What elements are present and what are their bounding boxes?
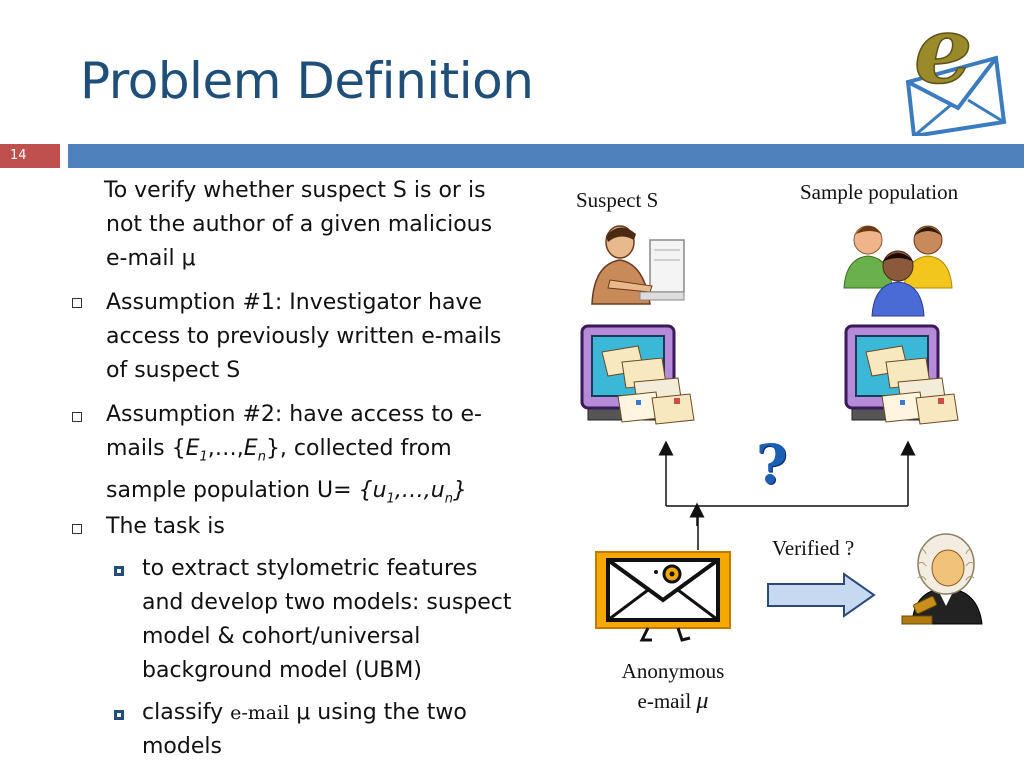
suspect-mailbox-computer [578, 322, 698, 430]
verified-arrow-icon [767, 572, 876, 618]
suspect-person [580, 220, 690, 306]
people-group-icon [843, 225, 953, 317]
judge [898, 530, 994, 626]
suspect-label: Suspect S [576, 188, 659, 212]
assumption-1: Assumption #1: Investigator have access … [106, 290, 502, 383]
question-mark: ? [756, 432, 788, 496]
population-mailbox-computer [842, 322, 962, 430]
intro-line: e-mail μ [106, 246, 196, 271]
population-people [840, 218, 960, 318]
population-label: Sample population [800, 180, 959, 204]
assumption-2-line3: sample population U= {u1,…,un} [106, 478, 467, 507]
task-step-1: to extract stylometric features and deve… [142, 556, 512, 683]
assumption-2-line2: mails {E1,…,En}, collected from [106, 436, 452, 465]
slide-number: 14 [0, 144, 60, 168]
anonymous-email [592, 550, 734, 644]
judge-icon [901, 533, 983, 625]
computer-mail-icon [844, 324, 959, 425]
bullet-square-icon [72, 298, 82, 308]
sub-bullet-icon [114, 566, 124, 576]
person-at-computer-icon [591, 225, 685, 305]
email-stem [697, 506, 699, 550]
assumption-2: Assumption #2: have access to e- mails {… [106, 398, 546, 517]
email-logo: e [900, 0, 1010, 139]
intro-text: To verify whether suspect S is or is not… [104, 174, 554, 276]
verified-label: Verified ? [772, 536, 855, 560]
bullet-square-icon [72, 524, 82, 534]
task-step-2: classify e-mail μ using the two models [142, 700, 467, 759]
intro-line: not the author of a given malicious [106, 212, 493, 237]
slide-title: Problem Definition [80, 52, 534, 110]
task-heading: The task is [106, 514, 225, 539]
intro-line: To verify whether suspect S is or is [104, 178, 486, 203]
svg-text:e: e [914, 4, 973, 104]
email-logo-icon: e [905, 0, 1007, 139]
bullet-square-icon [72, 412, 82, 422]
computer-mail-icon [580, 324, 695, 425]
connector-arrows [658, 440, 916, 526]
header-band [68, 144, 1024, 168]
sub-bullet-icon [114, 710, 124, 720]
envelope-icon [595, 551, 731, 642]
anonymous-email-label: Anonymous e-mail μ [621, 659, 725, 714]
